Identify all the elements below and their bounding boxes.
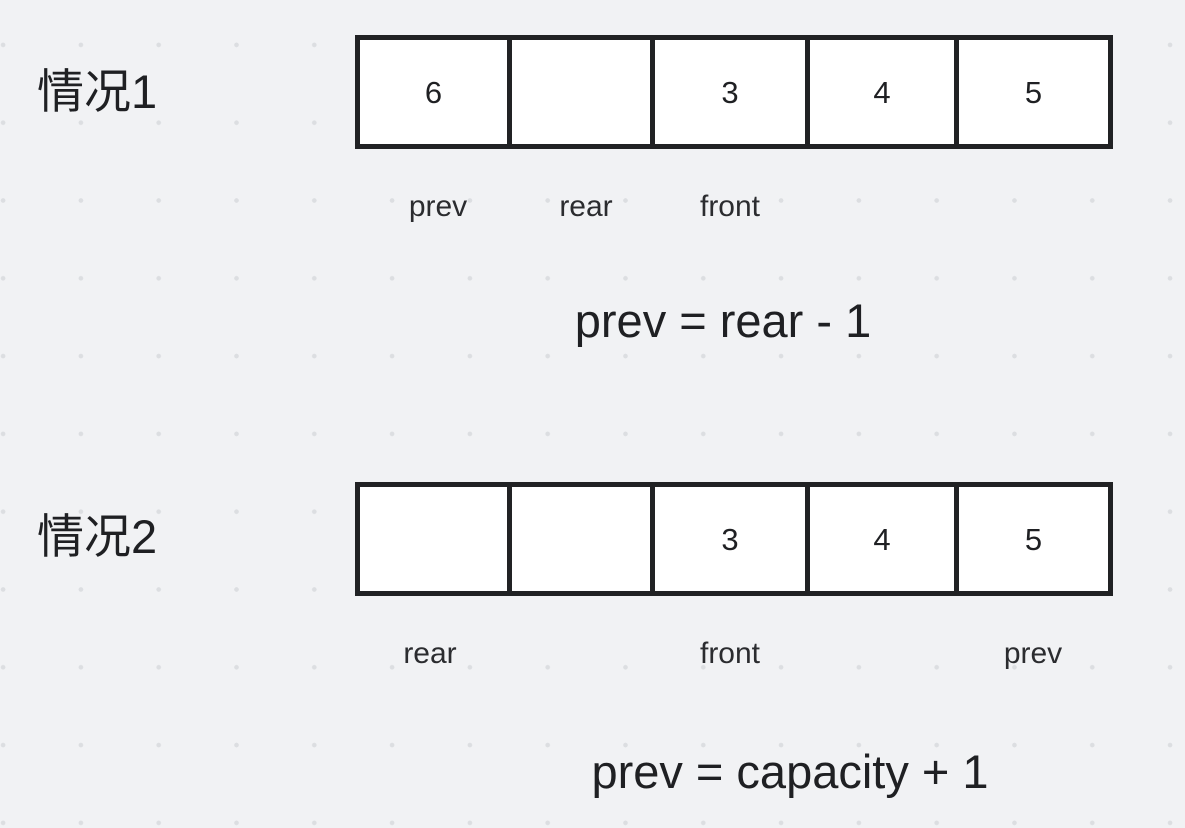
case-2-pointer-rear: rear [403, 637, 457, 670]
case-1-cell-3[interactable]: 4 [810, 40, 960, 144]
case-1-cell-0[interactable]: 6 [360, 40, 512, 144]
case-1-pointer-rear: rear [559, 190, 613, 223]
case-2-cell-3[interactable]: 4 [810, 487, 960, 591]
case-1-equation: prev = rear - 1 [574, 294, 872, 347]
case-1-cell-1[interactable] [511, 40, 656, 144]
case-1-cell-4[interactable]: 5 [959, 40, 1108, 144]
case-1-title: 情况1 [37, 65, 158, 118]
case-2-equation: prev = capacity + 1 [591, 745, 989, 798]
case-1-array: 6 3 4 5 [355, 35, 1113, 149]
case-2-cell-4[interactable]: 5 [959, 487, 1108, 591]
case-2-cell-0[interactable] [360, 487, 512, 591]
case-2-title: 情况2 [37, 510, 158, 563]
case-2-pointer-front: front [699, 637, 761, 670]
case-1-cell-2[interactable]: 3 [655, 40, 810, 144]
case-1-pointer-front: front [699, 190, 761, 223]
case-2-cell-2[interactable]: 3 [655, 487, 810, 591]
case-1-pointer-prev: prev [408, 190, 468, 223]
case-2-array: 3 4 5 [355, 482, 1113, 596]
case-2-cell-1[interactable] [511, 487, 656, 591]
case-2-pointer-prev: prev [1003, 637, 1063, 670]
